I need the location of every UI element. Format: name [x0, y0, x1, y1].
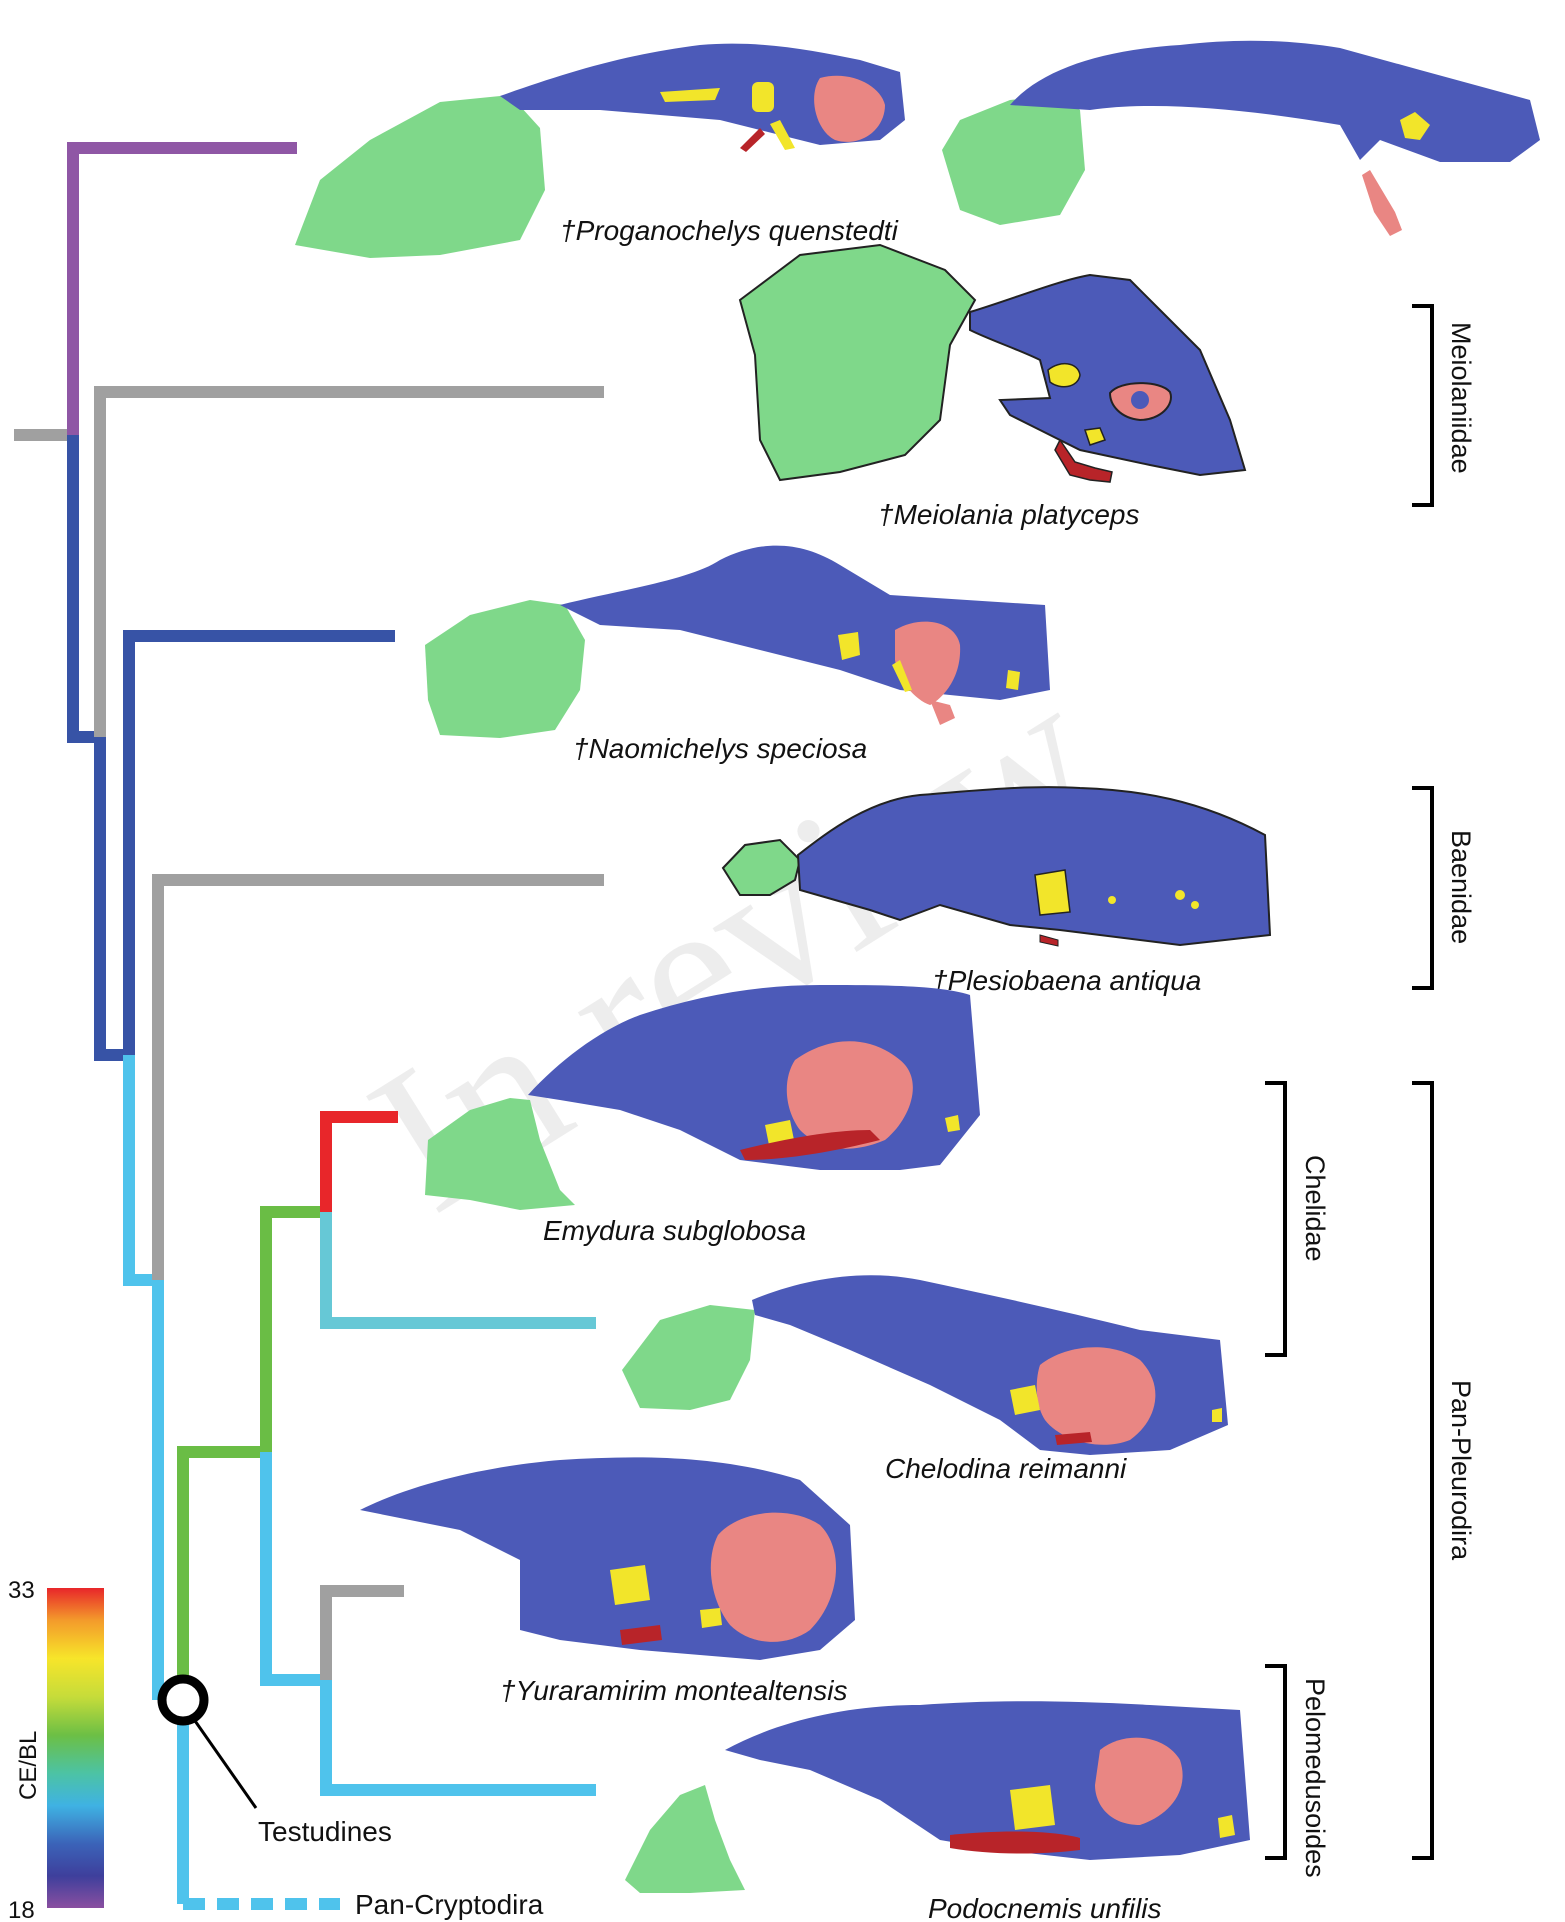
species-label-plesiobaena: †Plesiobaena antiqua — [932, 965, 1201, 996]
branch-pelomedusoides — [266, 1452, 326, 1680]
scale-title: CE/BL — [15, 1731, 42, 1800]
scale-min-label: 18 — [8, 1897, 35, 1922]
species-label-emydura: Emydura subglobosa — [543, 1215, 806, 1246]
clade-label-chelidae: Chelidae — [1300, 1155, 1330, 1262]
branch-chelidae — [266, 1212, 326, 1452]
bracket-chelidae — [1265, 1083, 1285, 1355]
branch-pleurodira — [183, 1452, 266, 1700]
bracket-pan-pleurodira — [1412, 1083, 1432, 1858]
bracket-meiolaniidae — [1412, 306, 1432, 505]
clade-label-meiolaniidae: Meiolaniidae — [1446, 322, 1476, 474]
clade-label-baenidae: Baenidae — [1446, 830, 1476, 944]
bracket-baenidae — [1412, 788, 1432, 988]
pan-cryptodira-label: Pan-Cryptodira — [355, 1889, 544, 1920]
chelodina-endocast — [622, 1275, 1228, 1455]
clade-label-pelomedusoides: Pelomedusoides — [1300, 1678, 1330, 1878]
bracket-pelomedusoides — [1265, 1666, 1285, 1858]
clade-brackets — [1265, 306, 1432, 1858]
color-scale: 33 18 CE/BL — [8, 1577, 104, 1922]
proganochelys-endocast-right — [942, 41, 1540, 236]
scale-max-label: 33 — [8, 1577, 35, 1604]
species-label-proganochelys: †Proganochelys quenstedti — [560, 215, 899, 246]
species-label-podocnemis: Podocnemis unfilis — [928, 1893, 1161, 1922]
branch-naomichelys — [129, 636, 395, 1055]
species-label-meiolania: †Meiolania platyceps — [878, 499, 1140, 530]
testudines-label: Testudines — [258, 1816, 392, 1847]
branch-yuraramirim — [326, 1591, 404, 1680]
clade-label-pan-pleurodira: Pan-Pleurodira — [1446, 1380, 1476, 1561]
testudines-node — [162, 1679, 204, 1721]
meiolania-endocast — [740, 245, 1245, 482]
species-label-chelodina: Chelodina reimanni — [885, 1453, 1127, 1484]
color-scale-bar — [47, 1588, 104, 1908]
species-label-yuraramirim: †Yuraramirim montealtensis — [500, 1675, 848, 1706]
yuraramirim-endocast — [360, 1457, 855, 1660]
species-label-naomichelys: †Naomichelys speciosa — [573, 733, 867, 764]
testudines-pointer — [193, 1718, 256, 1808]
podocnemis-endocast — [625, 1701, 1250, 1893]
